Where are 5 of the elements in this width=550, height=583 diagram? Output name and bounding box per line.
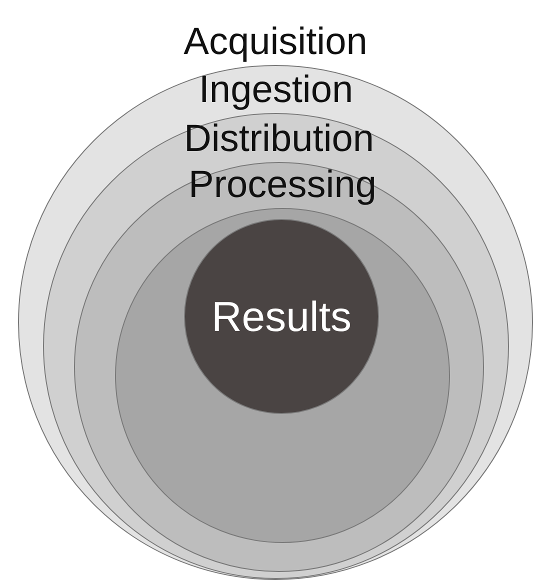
- ring-label: Acquisition: [184, 21, 368, 63]
- ring-label: Results: [211, 294, 352, 340]
- ring-label: Distribution: [184, 118, 374, 160]
- ring-label: Ingestion: [198, 69, 354, 111]
- ring-label: Processing: [188, 164, 376, 206]
